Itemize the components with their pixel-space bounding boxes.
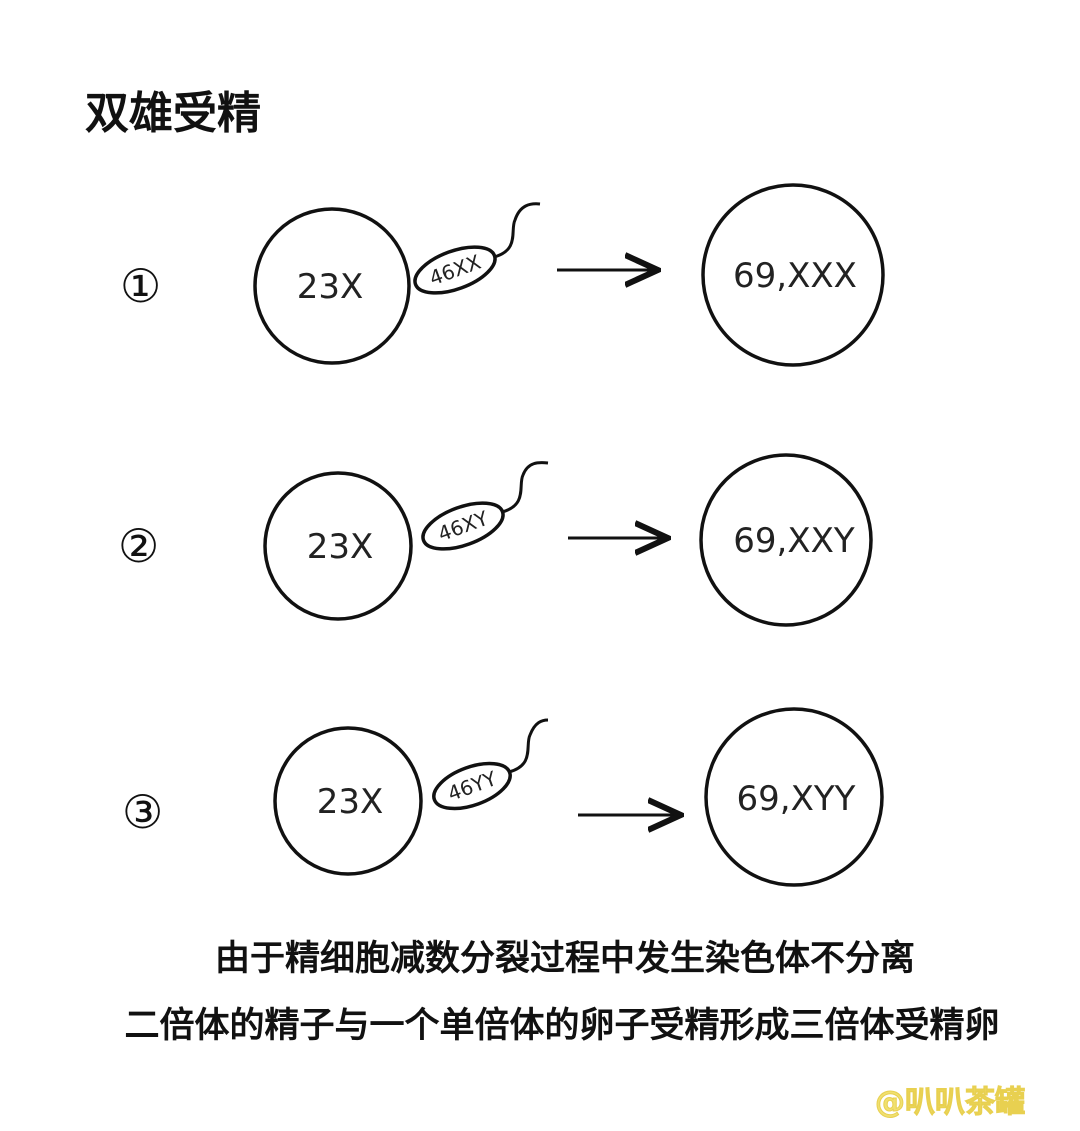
row-3: ③ 23X 46YY 69,XYY xyxy=(122,707,884,887)
sperm-label: 46XY xyxy=(435,506,492,546)
egg-label: 23X xyxy=(297,267,364,307)
sperm-cell: 46YY xyxy=(432,761,512,811)
zygote-label: 69,XXX xyxy=(733,256,857,296)
sperm-tail xyxy=(493,202,541,259)
watermark: @叭叭茶罐 xyxy=(875,1085,1025,1120)
row-label: ③ xyxy=(122,785,163,839)
egg-cell xyxy=(263,471,413,621)
sperm-tail xyxy=(501,461,549,514)
sperm-label: 46XX xyxy=(426,250,484,291)
egg-cell xyxy=(273,726,423,876)
sperm-cell: 46XX xyxy=(413,245,497,295)
zygote-label: 69,XYY xyxy=(737,779,856,819)
page-title: 双雄受精 xyxy=(85,88,261,139)
zygote-cell xyxy=(699,453,873,627)
row-1: ① 23X 46XX 69,XXX xyxy=(120,183,885,367)
sperm-cell: 46XY xyxy=(421,501,505,551)
row-2: ② 23X 46XY 69,XXY xyxy=(118,453,873,627)
row-label: ② xyxy=(118,519,159,573)
row-label: ① xyxy=(120,259,161,313)
zygote-label: 69,XXY xyxy=(733,521,855,561)
sperm-tail xyxy=(508,718,549,774)
caption-line-1: 由于精细胞减数分裂过程中发生染色体不分离 xyxy=(215,938,915,979)
sperm-label: 46YY xyxy=(444,766,500,806)
egg-label: 23X xyxy=(317,782,384,822)
egg-label: 23X xyxy=(307,527,374,567)
egg-cell xyxy=(253,207,411,365)
caption-line-2: 二倍体的精子与一个单倍体的卵子受精形成三倍体受精卵 xyxy=(124,1006,999,1046)
zygote-cell xyxy=(701,183,885,367)
zygote-cell xyxy=(704,707,884,887)
